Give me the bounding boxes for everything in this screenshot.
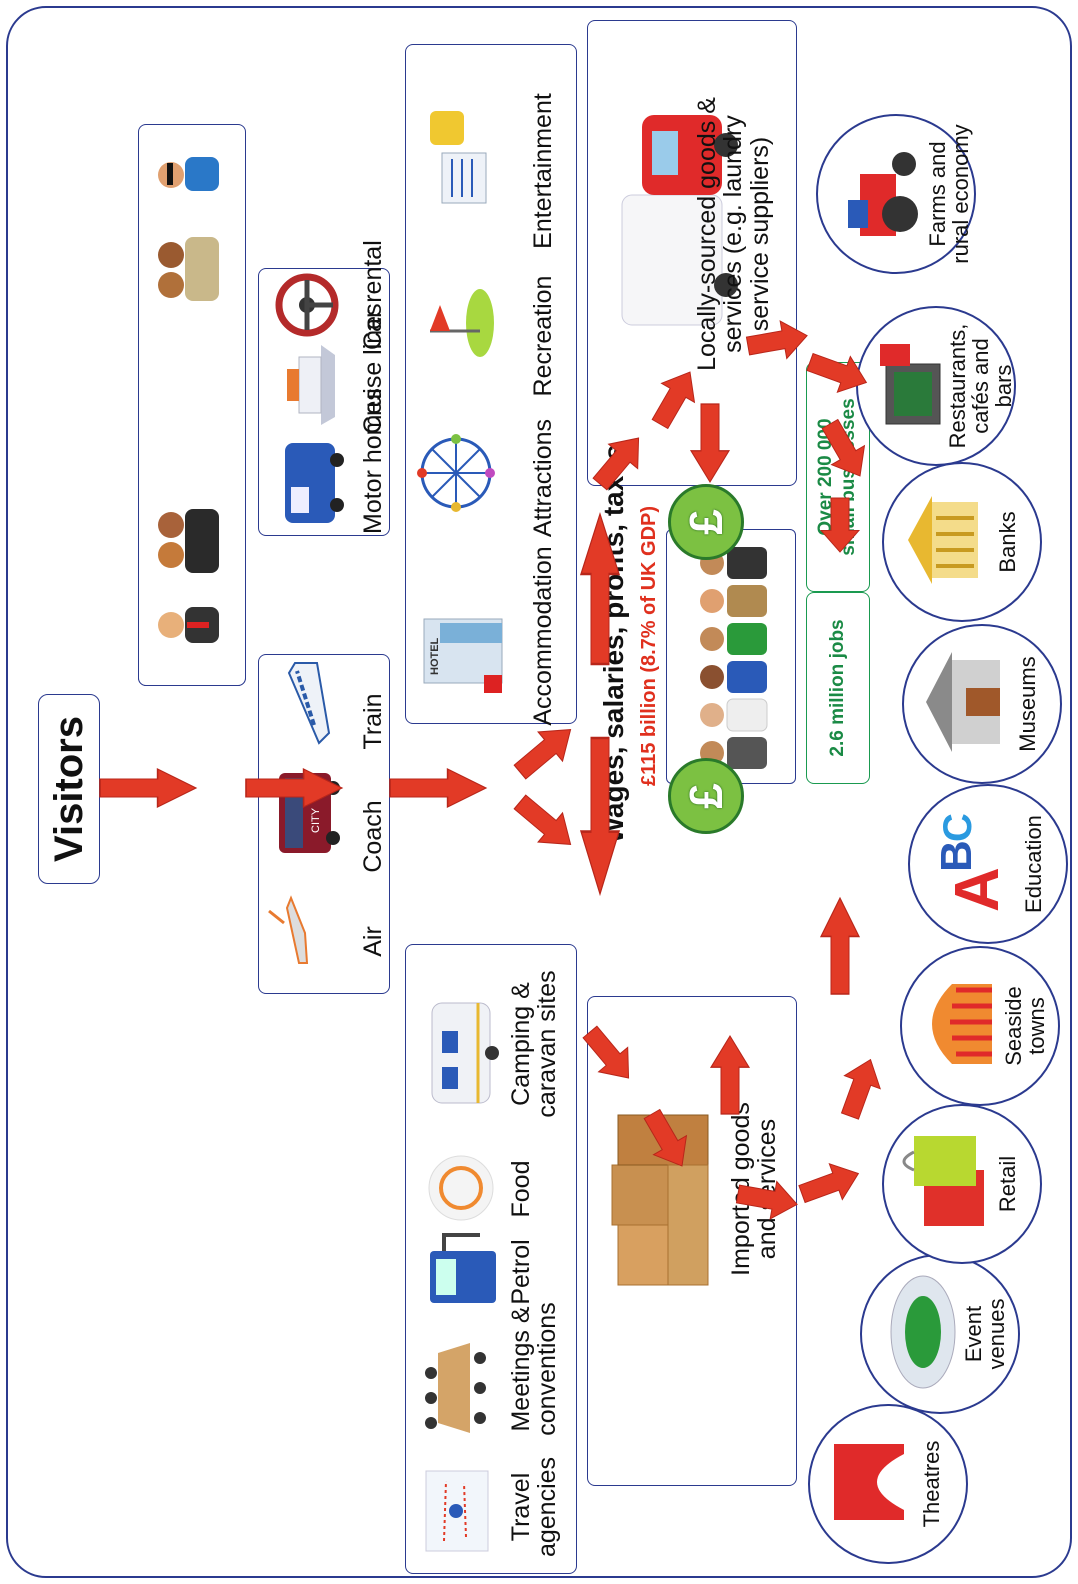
arrow-left-loop-1 xyxy=(574,1019,644,1091)
hotel-sign: HOTEL xyxy=(429,637,441,675)
steering-wheel-icon xyxy=(275,273,339,337)
arrow-right-loop-4 xyxy=(803,343,874,401)
arrow-jobs-up xyxy=(820,897,860,995)
arrow-split-right xyxy=(507,714,584,788)
motorhome-icon xyxy=(285,443,344,523)
spending-box-left xyxy=(405,944,577,1574)
golf-icon xyxy=(430,289,494,357)
arrow-down-2 xyxy=(245,768,343,808)
circle-retail: Retail xyxy=(882,1104,1042,1264)
arrow-right-down xyxy=(690,403,730,483)
coach-sign: CITY xyxy=(310,807,322,833)
caravan-icon xyxy=(431,1002,499,1104)
circle-theatres: Theatres xyxy=(808,1404,968,1564)
arrow-left-flow xyxy=(579,736,621,896)
local-goods-box xyxy=(587,20,797,486)
arrow-left-loop-5 xyxy=(831,1052,889,1123)
meeting-icon xyxy=(425,1343,486,1433)
arrow-right-loop-2 xyxy=(643,362,707,434)
hotel-icon: HOTEL xyxy=(423,618,503,693)
cruise-ship-icon xyxy=(287,345,335,425)
train-icon xyxy=(287,662,331,745)
spending-icons-right: HOTEL xyxy=(417,111,503,693)
visitors-people-box xyxy=(138,124,246,686)
shopping-bag-icon xyxy=(902,1136,984,1226)
arrow-split-left xyxy=(507,786,584,860)
arrow-left-loop-2 xyxy=(635,1104,699,1176)
petrol-pump-icon xyxy=(430,1233,496,1303)
arrow-right-loop-1 xyxy=(584,425,654,497)
restaurant-icon xyxy=(880,344,941,425)
arrow-right-loop-5 xyxy=(813,414,877,486)
spending-box-right: HOTEL xyxy=(405,44,577,724)
arrow-down-3 xyxy=(389,768,487,808)
diagram-frame xyxy=(6,6,1072,1578)
map-icon xyxy=(425,1470,489,1552)
museum-icon xyxy=(926,652,1000,752)
arrow-left-up xyxy=(710,1035,750,1115)
arrow-right-flow xyxy=(579,512,621,666)
arrow-businesses-down xyxy=(820,497,860,553)
workers-icon xyxy=(700,547,768,769)
transport-box-right xyxy=(258,268,390,536)
plate-icon xyxy=(428,1155,494,1221)
arrow-down-1 xyxy=(99,768,197,808)
arrow-right-loop-3 xyxy=(744,316,811,366)
stadium-icon xyxy=(890,1275,956,1389)
arrow-left-loop-4 xyxy=(795,1155,866,1213)
delivery-truck-icon xyxy=(621,115,738,326)
circle-museums: Museums xyxy=(902,624,1062,784)
workers-box xyxy=(666,529,796,784)
ferris-wheel-icon xyxy=(417,434,495,512)
transport-icons-right xyxy=(275,273,344,523)
tractor-icon xyxy=(848,152,918,236)
spending-icons-left xyxy=(425,1002,499,1552)
circle-banks: Banks xyxy=(882,462,1042,622)
arrow-left-loop-3 xyxy=(734,1174,801,1224)
people-icon xyxy=(158,157,219,643)
plane-icon xyxy=(268,895,309,964)
entertainment-icon xyxy=(430,111,487,204)
bank-icon xyxy=(908,496,978,584)
theatre-icon xyxy=(834,1444,904,1520)
pavilion-icon xyxy=(932,984,992,1064)
